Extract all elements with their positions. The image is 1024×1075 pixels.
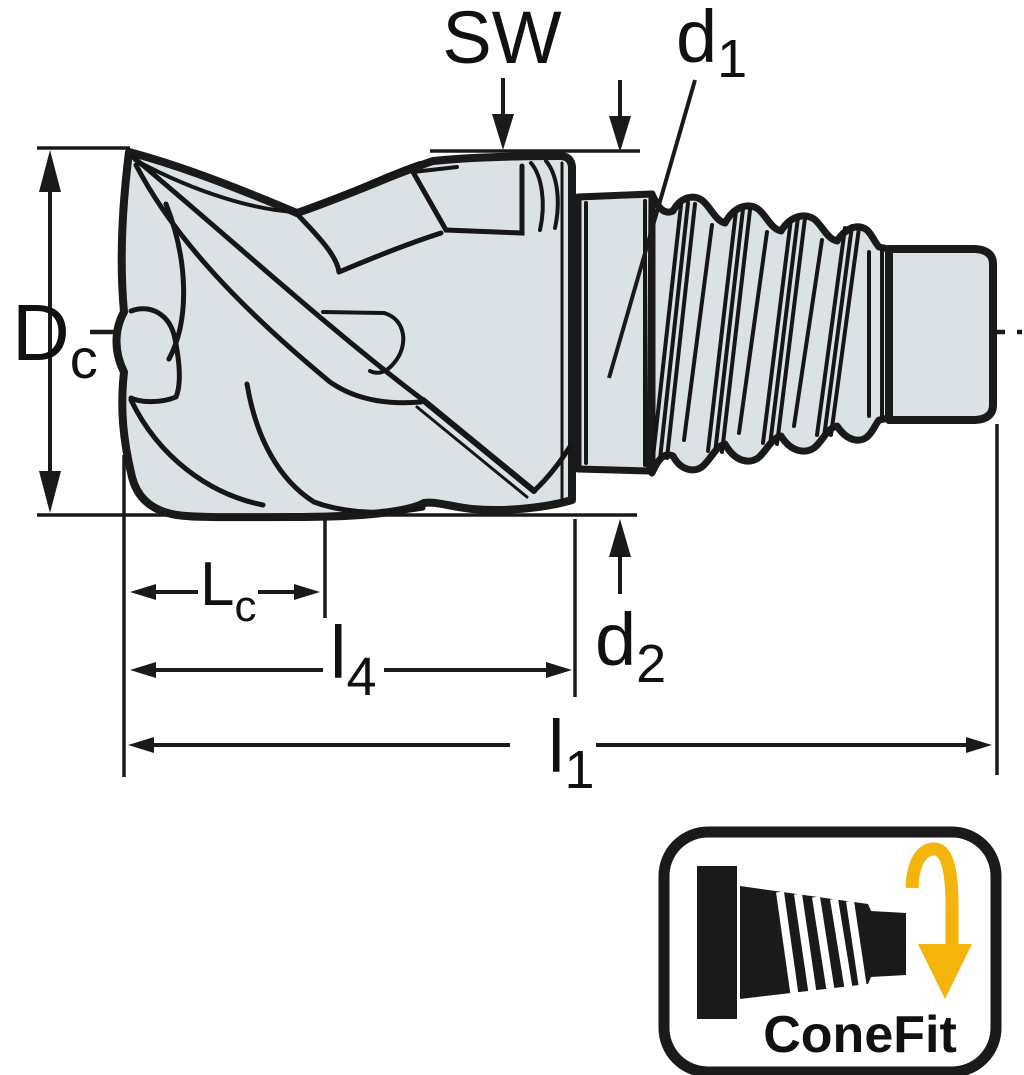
dim-dc [39, 150, 61, 513]
label-lc: Lc [200, 550, 256, 631]
dim-sw [492, 78, 631, 152]
dim-d2 [609, 519, 631, 594]
thread-flank-lines [651, 201, 861, 461]
dim-l4 [130, 662, 572, 678]
rotation-flip-arrow-icon [905, 842, 972, 999]
label-d2: d2 [595, 598, 666, 694]
label-l4: l4 [330, 611, 377, 707]
d1-leader-line [607, 79, 697, 379]
conefit-badge: ConeFit [658, 826, 1002, 1075]
label-dc: Dc [12, 288, 98, 390]
dim-l1 [128, 737, 992, 753]
head-flute-lines [128, 154, 574, 515]
label-d1: d1 [676, 0, 747, 89]
label-l1: l1 [548, 705, 595, 800]
tool-shank [885, 245, 997, 424]
conefit-label: ConeFit [763, 1006, 957, 1064]
dim-lc [130, 584, 320, 600]
label-sw: SW [442, 0, 561, 79]
conefit-cone-icon [697, 866, 906, 1019]
tool-flange [574, 190, 656, 475]
